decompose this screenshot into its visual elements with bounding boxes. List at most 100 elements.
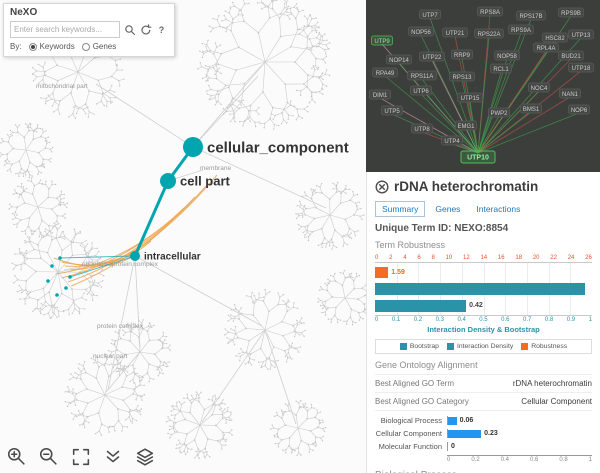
gene-node-rps8a[interactable] — [477, 6, 503, 17]
gene-node-rps22a[interactable] — [474, 28, 504, 39]
term-label-protein-complex[interactable]: protein complex — [97, 323, 144, 330]
term-label-mitochondrial-part[interactable]: mitochondrial part — [36, 83, 88, 90]
gene-node-rps11a[interactable] — [407, 70, 437, 81]
ontology-node-cell-part[interactable] — [160, 173, 176, 189]
gene-node-utp4[interactable] — [441, 135, 463, 146]
gene-node-bud21[interactable] — [558, 50, 584, 61]
gene-node-dim1[interactable] — [369, 89, 391, 100]
gochart-category-label: Cellular Component — [375, 429, 442, 438]
interaction-edge — [391, 113, 479, 154]
help-icon[interactable]: ? — [158, 24, 165, 35]
search-by-keywords-radio[interactable]: Keywords — [28, 42, 75, 51]
gene-node-utp5[interactable] — [381, 105, 403, 116]
axis-tick: 16 — [497, 255, 505, 261]
tab-genes[interactable]: Genes — [435, 204, 461, 214]
gene-node-nan1[interactable] — [559, 88, 581, 99]
term-label-membrane[interactable]: membrane — [200, 165, 231, 172]
biological-process-heading: Biological Process — [375, 470, 592, 473]
go-alignment-heading: Gene Ontology Alignment — [375, 360, 478, 370]
gene-node-utp10[interactable] — [460, 150, 496, 164]
fit-to-screen-button[interactable] — [69, 445, 93, 469]
highlight-edge — [133, 180, 170, 257]
tab-interactions[interactable]: Interactions — [476, 204, 521, 214]
term-label-nuclear-part[interactable]: nuclear part — [93, 353, 128, 360]
gene-node-label: RCL1 — [493, 67, 509, 73]
gene-node-utp13[interactable] — [568, 29, 594, 40]
gene-node-emg1[interactable] — [455, 120, 477, 131]
tab-summary[interactable]: Summary — [375, 201, 426, 217]
gene-node-utp22[interactable] — [419, 51, 445, 62]
axis-tick: 0.2 — [471, 457, 480, 463]
axis-tick: 0.7 — [523, 317, 532, 323]
bar-bootstrap — [375, 283, 586, 295]
axis-tick: 0.1 — [391, 317, 401, 323]
gene-node-label: RPL4A — [536, 46, 555, 52]
gene-node-nop6[interactable] — [568, 104, 590, 115]
gene-node-nop14[interactable] — [386, 54, 412, 65]
gene-node-label: DIM1 — [373, 93, 388, 99]
axis-tick: 0.3 — [435, 317, 444, 323]
gene-node-pwp2[interactable] — [488, 107, 510, 118]
search-icon[interactable] — [123, 23, 136, 36]
gene-node-label: RPS9B — [561, 11, 581, 17]
gene-node-hsc82[interactable] — [542, 32, 568, 43]
axis-tick: 0.4 — [500, 457, 509, 463]
layers-button[interactable] — [133, 445, 157, 469]
robustness-axis-title: Interaction Density & Bootstrap — [427, 325, 540, 334]
term-label-ribonucleoprotein-complex[interactable]: ribonucleoprotein complex — [82, 261, 159, 268]
gene-node-rps13[interactable] — [449, 71, 475, 82]
gene-node-utp15[interactable] — [457, 92, 483, 103]
gene-node-rps17b[interactable] — [516, 10, 546, 21]
legend-label: Interaction Density — [456, 343, 514, 350]
ontology-node-cellular-component[interactable] — [183, 137, 203, 157]
search-input[interactable] — [10, 21, 120, 38]
cluster-node[interactable] — [55, 293, 59, 297]
gene-node-rps9a[interactable] — [508, 24, 534, 35]
cluster-node[interactable] — [64, 286, 68, 290]
zoom-out-button[interactable] — [37, 445, 61, 469]
reset-icon[interactable] — [139, 23, 152, 36]
gene-node-utp21[interactable] — [442, 27, 468, 38]
interaction-edge — [477, 36, 490, 154]
gene-node-noc4[interactable] — [528, 82, 550, 93]
interaction-edge — [477, 96, 571, 154]
cluster-node[interactable] — [50, 264, 54, 268]
gene-node-label: PWP2 — [490, 111, 508, 117]
close-icon[interactable] — [375, 179, 389, 194]
axis-tick: 0.8 — [559, 457, 568, 463]
gene-node-utp6[interactable] — [410, 85, 432, 96]
gene-node-utp9[interactable] — [371, 35, 393, 46]
axis-tick: 0.9 — [566, 317, 576, 323]
axis-tick: 0.6 — [529, 457, 539, 463]
cluster-node[interactable] — [46, 279, 50, 283]
gene-node-utp8[interactable] — [411, 123, 433, 134]
gene-node-nop56[interactable] — [408, 26, 434, 37]
gene-node-utp18[interactable] — [568, 62, 594, 73]
interaction-edge — [420, 93, 479, 154]
gene-node-rrp9[interactable] — [451, 49, 473, 60]
gene-node-rpl4a[interactable] — [533, 42, 559, 53]
ontology-node-label: intracellular — [144, 252, 201, 263]
axis-tick: 26 — [585, 255, 592, 261]
gene-node-rpa49[interactable] — [372, 67, 398, 78]
gene-node-label: NOP58 — [497, 54, 517, 60]
gene-node-utp7[interactable] — [419, 9, 441, 20]
gene-node-rcl1[interactable] — [490, 63, 512, 74]
gene-node-bms1[interactable] — [520, 103, 542, 114]
collapse-button[interactable] — [101, 445, 125, 469]
gene-node-label: RPS22A — [477, 32, 500, 38]
search-by-genes-radio[interactable]: Genes — [81, 42, 116, 51]
zoom-in-button[interactable] — [5, 445, 29, 469]
gene-node-rps9b[interactable] — [558, 7, 584, 18]
ontology-node-intracellular[interactable] — [130, 251, 140, 261]
gene-node-nop58[interactable] — [494, 50, 520, 61]
